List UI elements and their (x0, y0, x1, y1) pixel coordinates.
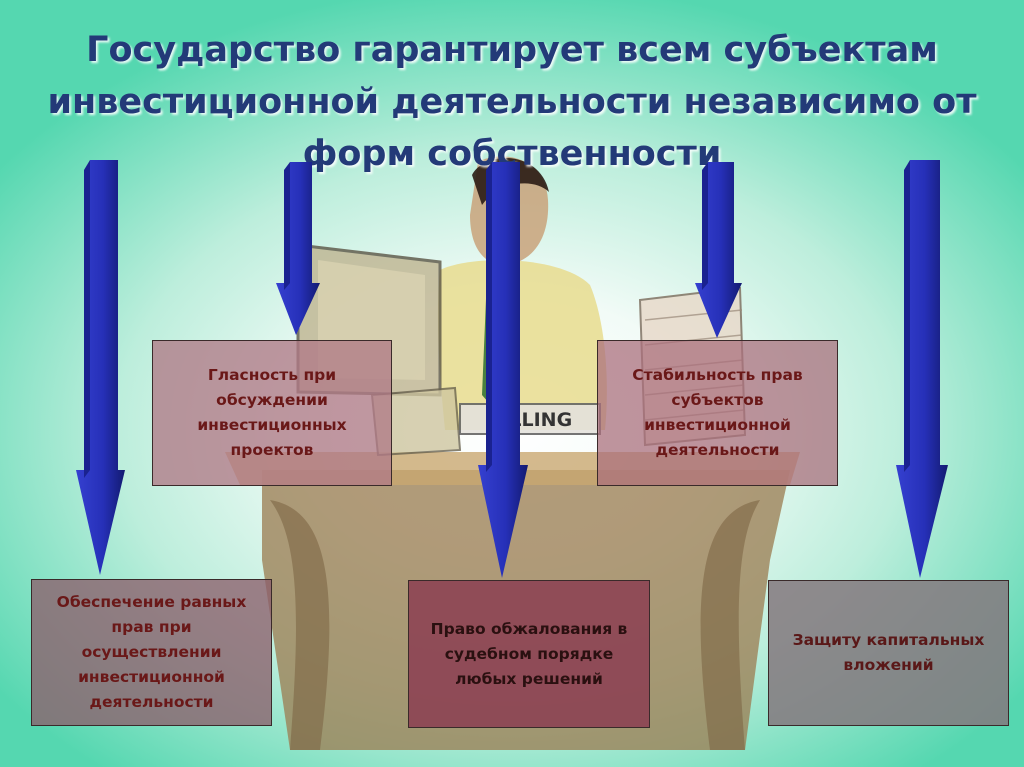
arrow-down-4 (695, 162, 742, 338)
person-torso (437, 260, 607, 430)
desk-drawer-right (700, 500, 760, 750)
box-glasnost-text: Гласность при обсуждении инвестиционных … (197, 366, 347, 459)
box-appeal: Право обжалования в судебном порядке люб… (408, 580, 650, 728)
box-appeal-text: Право обжалования в судебном порядке люб… (430, 619, 628, 688)
desk-drawer-left (270, 500, 330, 750)
box-equal-rights-text: Обеспечение равных прав при осуществлени… (56, 593, 247, 711)
arrow-down-2 (276, 162, 320, 335)
nameplate (459, 403, 601, 435)
box-glasnost: Гласность при обсуждении инвестиционных … (152, 340, 392, 486)
box-stability-text: Стабильность прав субъектов инвестиционн… (632, 366, 803, 459)
arrow-down-5 (896, 160, 948, 578)
arrow-down-3 (478, 162, 528, 578)
box-capital: Защиту капитальных вложений (768, 580, 1009, 726)
arrow-down-1 (76, 160, 125, 575)
slide-title: Государство гарантирует всем субъектам и… (47, 30, 977, 174)
box-stability: Стабильность прав субъектов инвестиционн… (597, 340, 838, 486)
box-capital-text: Защиту капитальных вложений (792, 631, 985, 674)
box-equal-rights: Обеспечение равных прав при осуществлени… (31, 579, 272, 726)
